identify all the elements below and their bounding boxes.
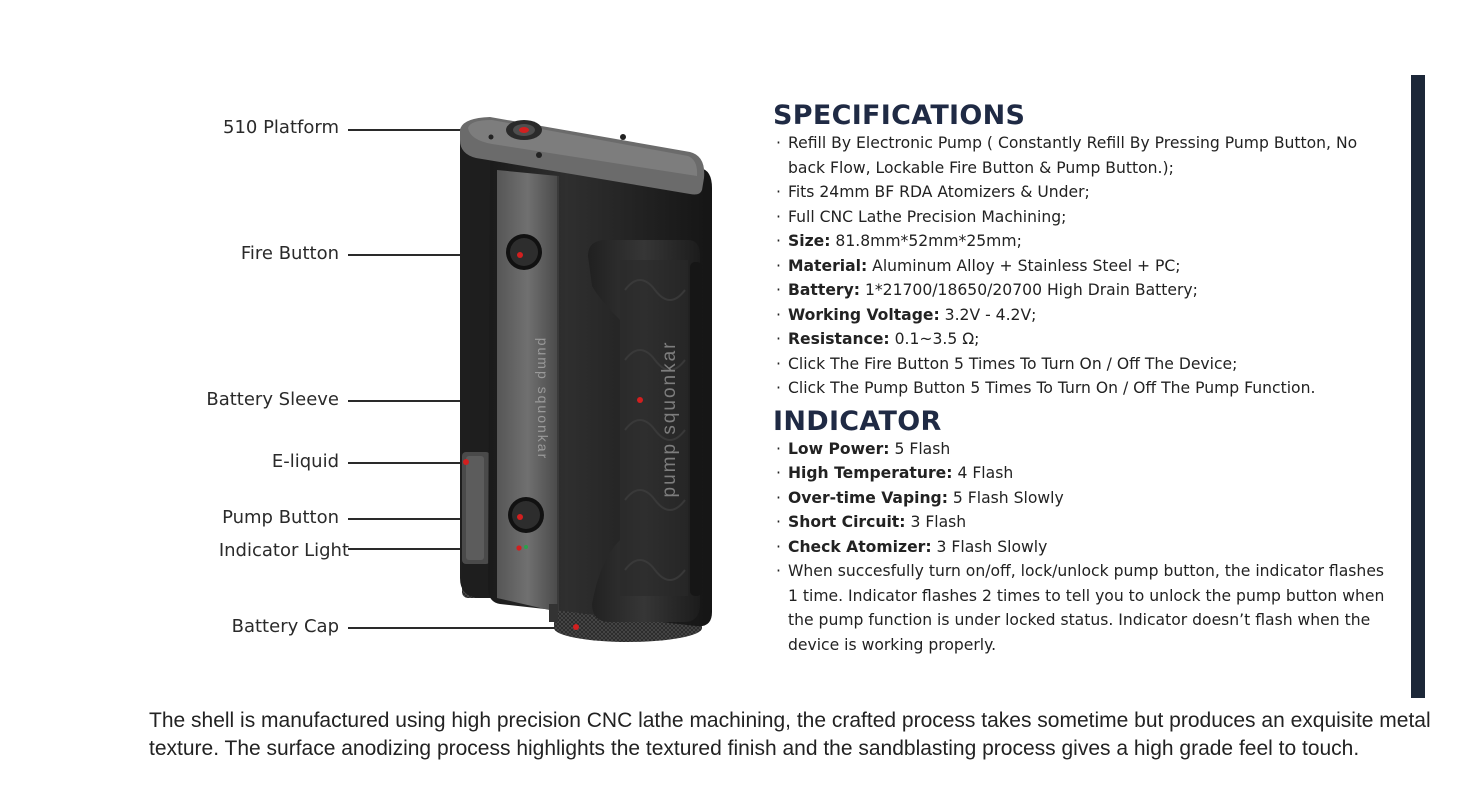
- specifications-item: Click The Fire Button 5 Times To Turn On…: [773, 352, 1393, 377]
- indicator-item-text: 3 Flash Slowly: [931, 537, 1048, 556]
- callout-line: [348, 627, 576, 629]
- indicator-item: Over-time Vaping: 5 Flash Slowly: [773, 486, 1393, 511]
- callout-line: [348, 462, 466, 464]
- specifications-item-label: Working Voltage:: [788, 305, 940, 324]
- specifications-item-text: 81.8mm*52mm*25mm;: [830, 232, 1022, 250]
- indicator-item-text: 5 Flash: [889, 439, 951, 458]
- callout-line: [348, 518, 520, 520]
- specifications-item-text: Full CNC Lathe Precision Machining;: [788, 207, 1067, 226]
- indicator-item-text: 4 Flash: [952, 464, 1014, 482]
- callout-line: [348, 129, 520, 131]
- callout-line: [348, 548, 518, 550]
- indicator-item: High Temperature: 4 Flash: [773, 461, 1393, 486]
- callout-fire-button: Fire Button: [240, 243, 339, 264]
- indicator-item: Low Power: 5 Flash: [773, 437, 1393, 462]
- side-bar: [1411, 75, 1425, 698]
- sleeve-brand-text: pump squonkar: [659, 340, 680, 498]
- callout-pump-button: Pump Button: [222, 507, 339, 528]
- callout-battery-cap: Battery Cap: [231, 616, 339, 637]
- specifications-list: Refill By Electronic Pump ( Constantly R…: [773, 131, 1393, 401]
- specifications-item: Click The Pump Button 5 Times To Turn On…: [773, 376, 1393, 401]
- indicator-item: Short Circuit: 3 Flash: [773, 510, 1393, 535]
- specifications-item-text: Click The Fire Button 5 Times To Turn On…: [788, 354, 1238, 373]
- specifications-item-label: Material:: [788, 256, 868, 275]
- indicator-list: Low Power: 5 FlashHigh Temperature: 4 Fl…: [773, 437, 1393, 658]
- indicator-item: When succesfully turn on/off, lock/unloc…: [773, 559, 1393, 657]
- callout-510-platform: 510 Platform: [223, 117, 339, 138]
- indicator-item-text: 3 Flash: [905, 513, 967, 531]
- specifications-item: Battery: 1*21700/18650/20700 High Drain …: [773, 278, 1393, 303]
- callout-line: [348, 254, 520, 256]
- specifications-item-text: Aluminum Alloy + Stainless Steel + PC;: [867, 256, 1181, 275]
- indicator-item: Check Atomizer: 3 Flash Slowly: [773, 535, 1393, 560]
- specifications-panel: SPECIFICATIONS Refill By Electronic Pump…: [773, 100, 1393, 657]
- callout-battery-sleeve: Battery Sleeve: [206, 389, 339, 410]
- specifications-item-text: 3.2V - 4.2V;: [939, 305, 1037, 324]
- indicator-item-label: Check Atomizer:: [788, 537, 932, 556]
- specifications-item: Working Voltage: 3.2V - 4.2V;: [773, 303, 1393, 328]
- device-brand-text: pump squonkar: [535, 337, 551, 461]
- specifications-item-text: Refill By Electronic Pump ( Constantly R…: [788, 134, 1358, 177]
- specifications-item: Size: 81.8mm*52mm*25mm;: [773, 229, 1393, 254]
- callout-line: [348, 400, 640, 402]
- callout-indicator-light: Indicator Light: [218, 540, 349, 561]
- specifications-item-text: 0.1~3.5 Ω;: [889, 330, 980, 348]
- specifications-item-text: 1*21700/18650/20700 High Drain Battery;: [859, 281, 1198, 299]
- specifications-item-text: Click The Pump Button 5 Times To Turn On…: [788, 379, 1316, 397]
- specifications-item: Material: Aluminum Alloy + Stainless Ste…: [773, 254, 1393, 279]
- specifications-item: Resistance: 0.1~3.5 Ω;: [773, 327, 1393, 352]
- specifications-item-label: Resistance:: [788, 330, 890, 348]
- indicator-item-label: Over-time Vaping:: [788, 488, 948, 507]
- indicator-item-label: Short Circuit:: [788, 513, 906, 531]
- specifications-item: Refill By Electronic Pump ( Constantly R…: [773, 131, 1393, 180]
- indicator-title: INDICATOR: [773, 405, 942, 437]
- indicator-item-label: High Temperature:: [788, 464, 953, 482]
- specifications-item-label: Size:: [788, 232, 831, 250]
- specifications-item-label: Battery:: [788, 281, 860, 299]
- indicator-item-text: 5 Flash Slowly: [947, 488, 1064, 507]
- product-description: The shell is manufactured using high pre…: [149, 709, 1431, 760]
- indicator-item-label: Low Power:: [788, 439, 890, 458]
- indicator-item-text: When succesfully turn on/off, lock/unloc…: [788, 562, 1385, 654]
- specifications-item-text: Fits 24mm BF RDA Atomizers & Under;: [788, 183, 1090, 201]
- specifications-title: SPECIFICATIONS: [773, 100, 1026, 131]
- callout-e-liquid: E-liquid: [271, 451, 339, 472]
- specifications-item: Full CNC Lathe Precision Machining;: [773, 205, 1393, 230]
- specifications-item: Fits 24mm BF RDA Atomizers & Under;: [773, 180, 1393, 205]
